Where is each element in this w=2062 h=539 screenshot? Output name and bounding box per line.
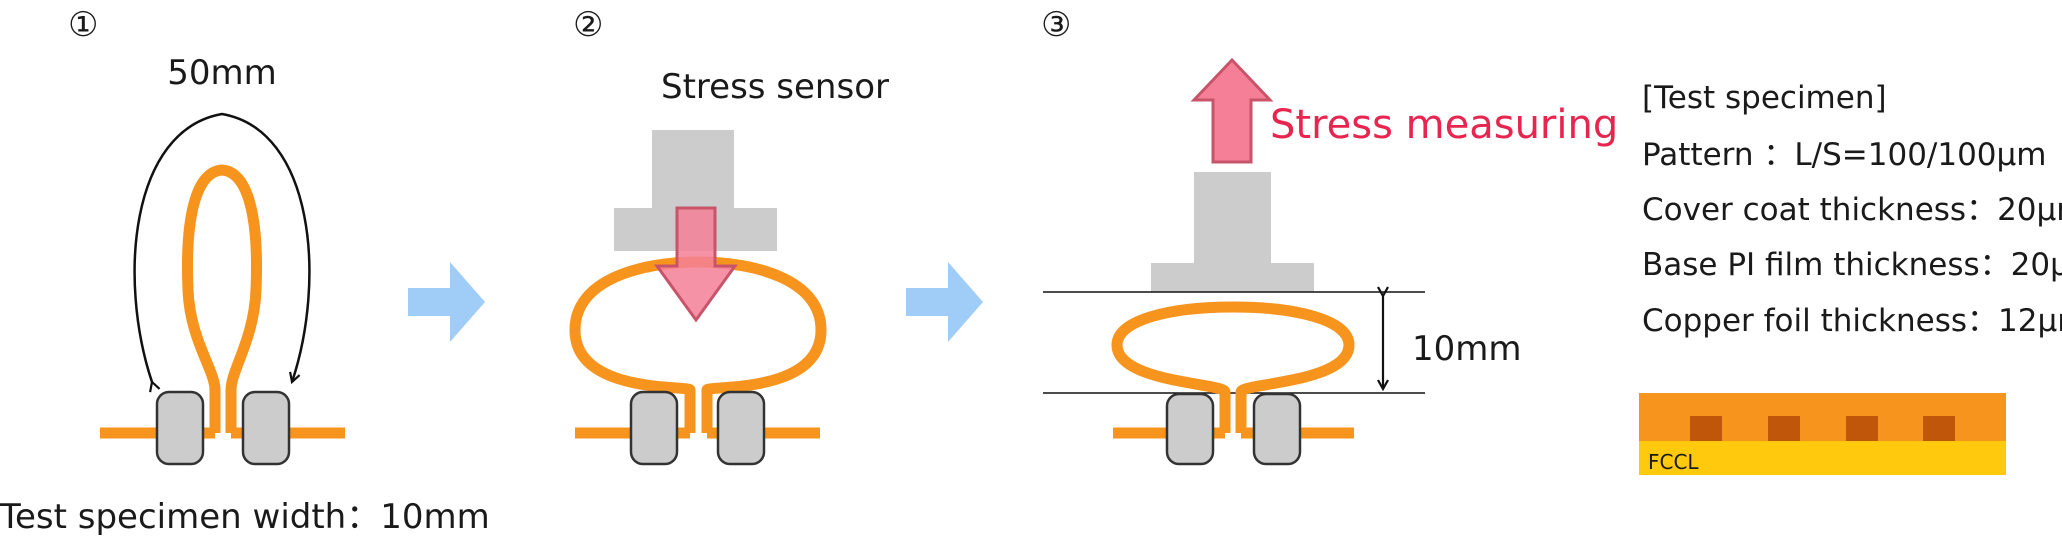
copper-trace-2 bbox=[1768, 416, 1800, 441]
specimen-width-label: Test specimen width：10mm bbox=[0, 497, 490, 537]
clamp-right bbox=[716, 390, 766, 466]
stress-sensor bbox=[614, 130, 777, 251]
stress-sensor-label: Stress sensor bbox=[661, 67, 889, 107]
clamp-left bbox=[1165, 392, 1215, 466]
flow-arrow-1 bbox=[408, 262, 485, 342]
fccl-cross-section: FCCL bbox=[1639, 393, 2006, 475]
step-3-number: ③ bbox=[1041, 5, 1071, 45]
spec-pattern: Pattern ：L/S=100/100μm bbox=[1642, 137, 2046, 173]
specimen-gap bbox=[1111, 301, 1355, 439]
spec-copper-foil: Copper foil thickness：12μm bbox=[1642, 303, 2062, 339]
clamp-right bbox=[1252, 392, 1302, 466]
loop-length-label: 50mm bbox=[167, 53, 277, 93]
spec-base-pi: Base PI film thickness：20μm bbox=[1642, 247, 2062, 283]
copper-trace-1 bbox=[1690, 416, 1722, 441]
copper-trace-3 bbox=[1846, 416, 1878, 441]
flow-arrow-2 bbox=[906, 262, 983, 342]
step-2-number: ② bbox=[573, 5, 603, 45]
gap-label: 10mm bbox=[1412, 329, 1522, 369]
clamp-left bbox=[155, 390, 205, 466]
fccl-base-layer bbox=[1639, 441, 2006, 475]
clamp-left bbox=[629, 390, 679, 466]
clamp-right bbox=[241, 390, 291, 466]
step-1-number: ① bbox=[68, 5, 98, 45]
bend-arrow bbox=[133, 112, 311, 382]
copper-trace-4 bbox=[1923, 416, 1955, 441]
specimen-info: [Test specimen] Pattern ：L/S=100/100μm C… bbox=[1639, 80, 2062, 475]
pull-up-arrow bbox=[1190, 57, 1274, 164]
press-down-arrow bbox=[654, 206, 738, 323]
specimen-title: [Test specimen] bbox=[1642, 80, 1887, 116]
step-2: ② Stress sensor bbox=[569, 5, 889, 466]
stress-measuring-label: Stress measuring bbox=[1270, 102, 1618, 148]
step-1: ① 50mm Test specimen width：10mm bbox=[0, 5, 490, 537]
spec-cover-coat: Cover coat thickness：20μm bbox=[1642, 192, 2062, 228]
fccl-label: FCCL bbox=[1648, 450, 1699, 474]
step-3: ③ Stress measuring 10mm bbox=[1041, 5, 1618, 466]
stress-sensor bbox=[1151, 172, 1314, 292]
